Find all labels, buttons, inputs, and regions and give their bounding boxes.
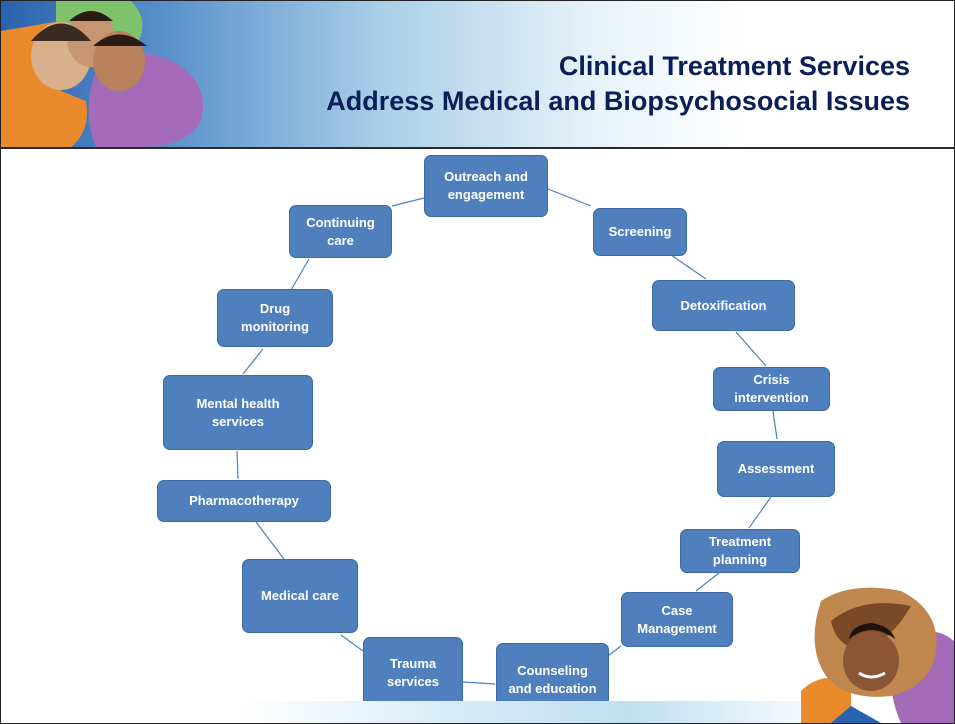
- connector-trauma-medical: [340, 634, 364, 652]
- connector-planning-case: [695, 572, 720, 592]
- cycle-node-drug-monitoring: Drug monitoring: [217, 289, 333, 347]
- connector-screening-detox: [670, 254, 707, 280]
- connector-mental-drug: [242, 348, 264, 375]
- page-title: Clinical Treatment Services Address Medi…: [326, 49, 910, 119]
- cycle-node-label: Pharmacotherapy: [189, 493, 299, 508]
- cycle-node-label: Medical care: [260, 588, 340, 603]
- cycle-node-pharmacotherapy: Pharmacotherapy: [157, 480, 331, 522]
- connector-counseling-trauma: [462, 681, 496, 685]
- cycle-node-label: Counseling and education: [508, 663, 597, 696]
- family-photo-puzzle-icon: [1, 1, 216, 147]
- child-photo-puzzle-icon: [791, 581, 954, 723]
- cycle-node-continuing-care: Continuing care: [289, 205, 392, 258]
- connector-outreach-screening: [547, 188, 592, 207]
- cycle-node-mental-health: Mental health services: [163, 375, 313, 450]
- cycle-node-detox: Detoxification: [652, 280, 795, 331]
- cycle-node-case-management: Case Management: [621, 592, 733, 647]
- cycle-node-label: Mental health services: [196, 395, 280, 429]
- cycle-node-trauma: Trauma services: [363, 637, 463, 709]
- cycle-node-outreach: Outreach and engagement: [424, 155, 548, 217]
- cycle-node-screening: Screening: [593, 208, 687, 256]
- cycle-node-label: Trauma services: [386, 656, 440, 689]
- title-line-2: Address Medical and Biopsychosocial Issu…: [326, 86, 910, 116]
- connector-crisis-assessment: [772, 410, 778, 440]
- footer-strip: [241, 701, 841, 723]
- title-line-1: Clinical Treatment Services: [558, 51, 910, 81]
- cycle-node-label: Detoxification: [680, 297, 767, 313]
- connector-detox-crisis: [735, 331, 767, 367]
- cycle-node-label: Case Management: [637, 602, 717, 636]
- connector-assessment-planning: [748, 496, 772, 529]
- cycle-node-label: Assessment: [737, 461, 815, 476]
- cycle-node-crisis: Crisis intervention: [713, 367, 830, 411]
- cycle-node-label: Screening: [608, 224, 672, 239]
- cycle-node-treatment-planning: Treatment planning: [680, 529, 800, 573]
- header-divider: [1, 147, 954, 149]
- cycle-node-label: Drug monitoring: [241, 301, 309, 334]
- cycle-node-medical-care: Medical care: [242, 559, 358, 633]
- cycle-node-label: Treatment planning: [708, 534, 772, 567]
- cycle-node-label: Outreach and engagement: [444, 169, 528, 202]
- cycle-node-label: Crisis intervention: [734, 372, 809, 405]
- connector-pharma-mental: [236, 450, 239, 480]
- connector-drug-continuing: [290, 258, 310, 291]
- connector-medical-pharma: [255, 521, 285, 560]
- connector-continuing-outreach: [391, 197, 425, 207]
- cycle-node-assessment: Assessment: [717, 441, 835, 497]
- connector-case-counseling: [607, 645, 622, 657]
- cycle-node-label: Continuing care: [306, 214, 375, 248]
